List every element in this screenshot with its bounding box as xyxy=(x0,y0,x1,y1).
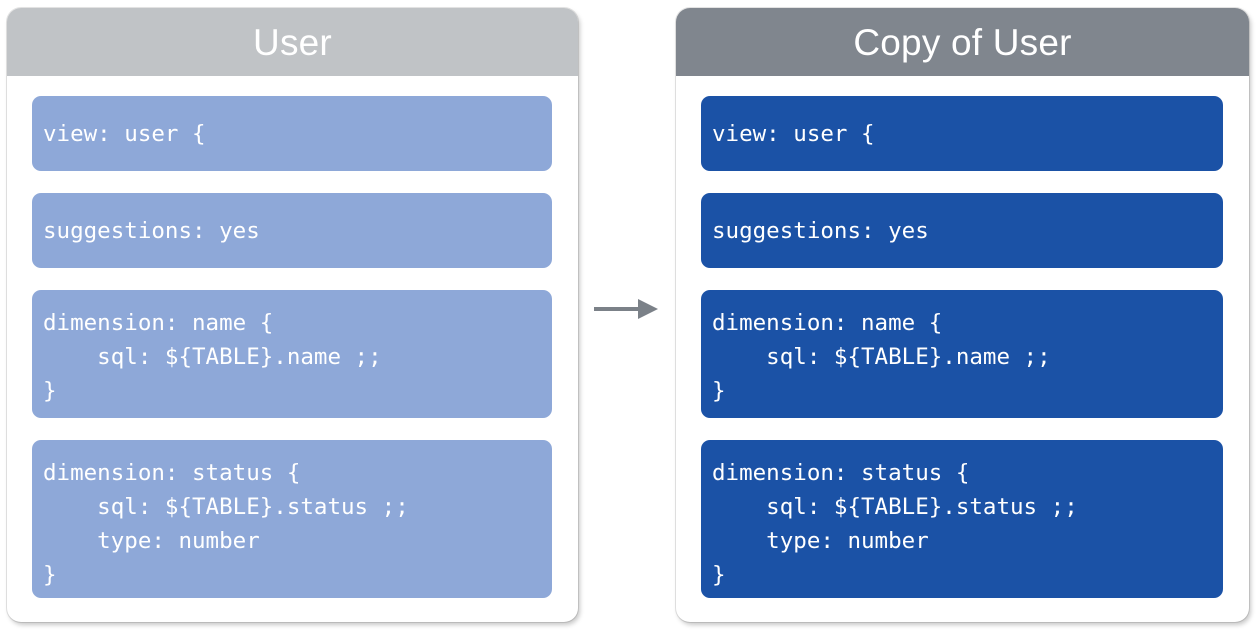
code-block-suggestions: suggestions: yes xyxy=(701,193,1223,268)
arrow-right-icon xyxy=(594,296,658,322)
code-block-view: view: user { xyxy=(701,96,1223,171)
panel-copy-body: view: user { suggestions: yes dimension:… xyxy=(676,76,1249,618)
arrow-right-glyph xyxy=(594,299,658,319)
panel-copy-of-user: Copy of User view: user { suggestions: y… xyxy=(676,8,1249,622)
panel-source-body: view: user { suggestions: yes dimension:… xyxy=(7,76,578,618)
code-block-dimension-name: dimension: name { sql: ${TABLE}.name ;; … xyxy=(701,290,1223,418)
code-block-view: view: user { xyxy=(32,96,552,171)
panel-source-title: User xyxy=(7,8,578,76)
code-block-dimension-status: dimension: status { sql: ${TABLE}.status… xyxy=(32,440,552,598)
panel-source-user: User view: user { suggestions: yes dimen… xyxy=(7,8,578,622)
panel-copy-title: Copy of User xyxy=(676,8,1249,76)
code-block-dimension-name: dimension: name { sql: ${TABLE}.name ;; … xyxy=(32,290,552,418)
code-block-suggestions: suggestions: yes xyxy=(32,193,552,268)
code-block-dimension-status: dimension: status { sql: ${TABLE}.status… xyxy=(701,440,1223,598)
